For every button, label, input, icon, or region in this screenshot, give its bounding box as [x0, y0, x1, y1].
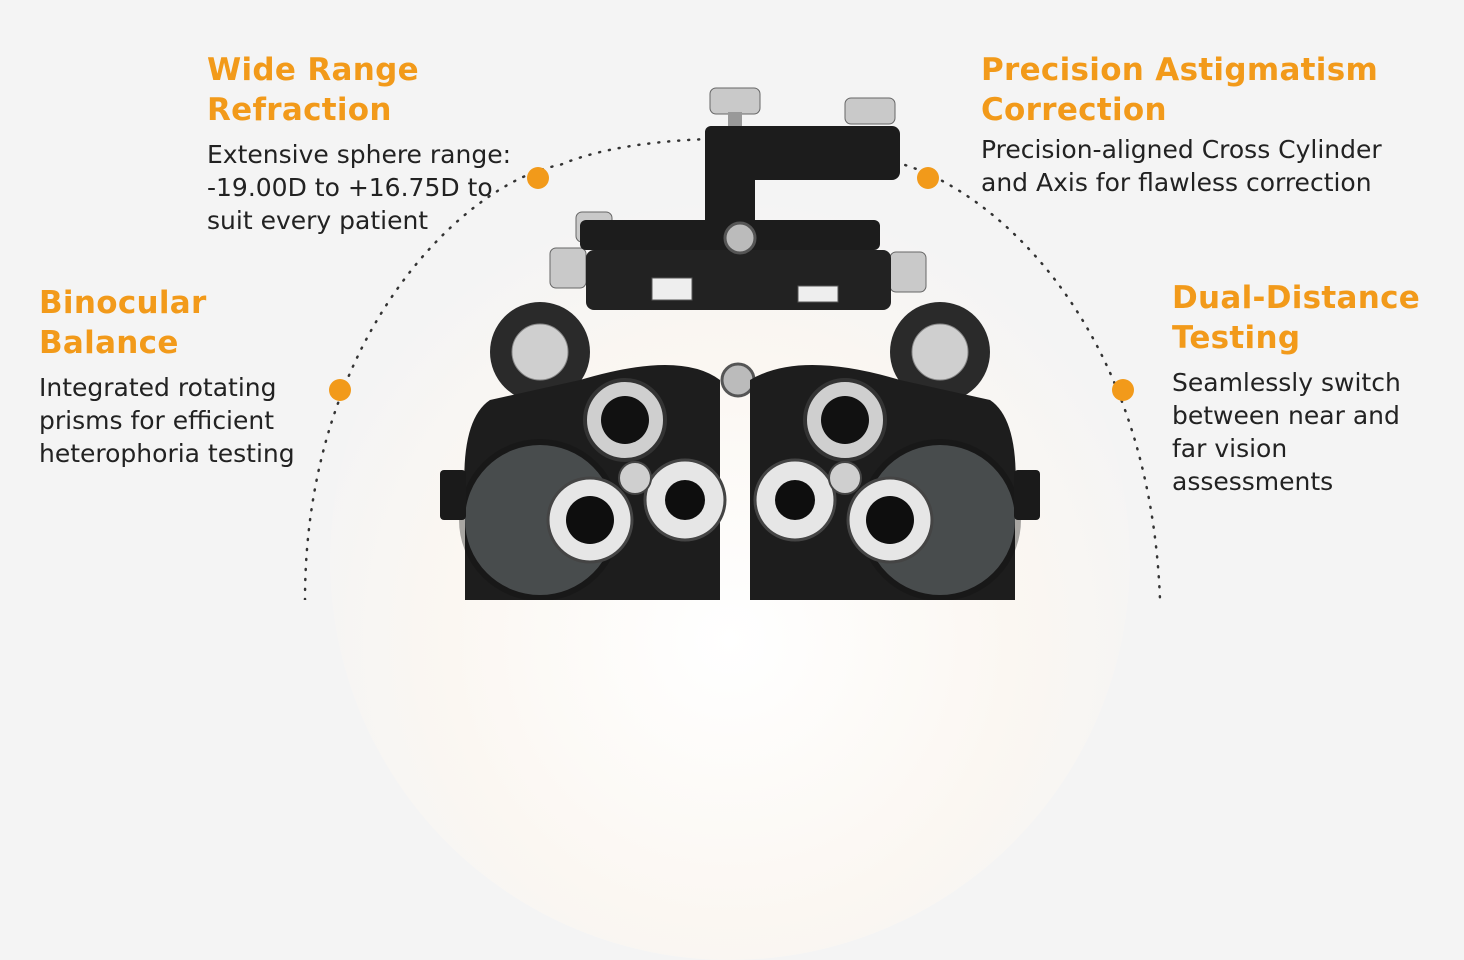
feature-description: Seamlessly switch between near and far v…	[1172, 368, 1401, 496]
feature-description: Precision-aligned Cross Cylinder and Axi…	[981, 135, 1382, 197]
feature-title: Wide Range Refraction	[207, 52, 419, 128]
feature-title: Binocular Balance	[39, 285, 207, 361]
marker-dot	[1112, 379, 1134, 401]
feature-title: Precision Astigmatism Correction	[981, 52, 1379, 128]
phoropter-image	[440, 87, 1040, 600]
marker-dot	[329, 379, 351, 401]
feature-precision-astigmatism: Precision Astigmatism Correction Precisi…	[981, 50, 1451, 199]
feature-dual-distance: Dual-Distance Testing Seamlessly switch …	[1172, 278, 1442, 498]
marker-dot	[917, 167, 939, 189]
feature-title: Dual-Distance Testing	[1172, 280, 1421, 356]
feature-description: Extensive sphere range: -19.00D to +16.7…	[207, 140, 512, 235]
feature-wide-range: Wide Range Refraction Extensive sphere r…	[207, 50, 567, 237]
marker-dot	[527, 167, 549, 189]
feature-binocular-balance: Binocular Balance Integrated rotating pr…	[39, 283, 339, 470]
feature-description: Integrated rotating prisms for efficient…	[39, 373, 295, 468]
